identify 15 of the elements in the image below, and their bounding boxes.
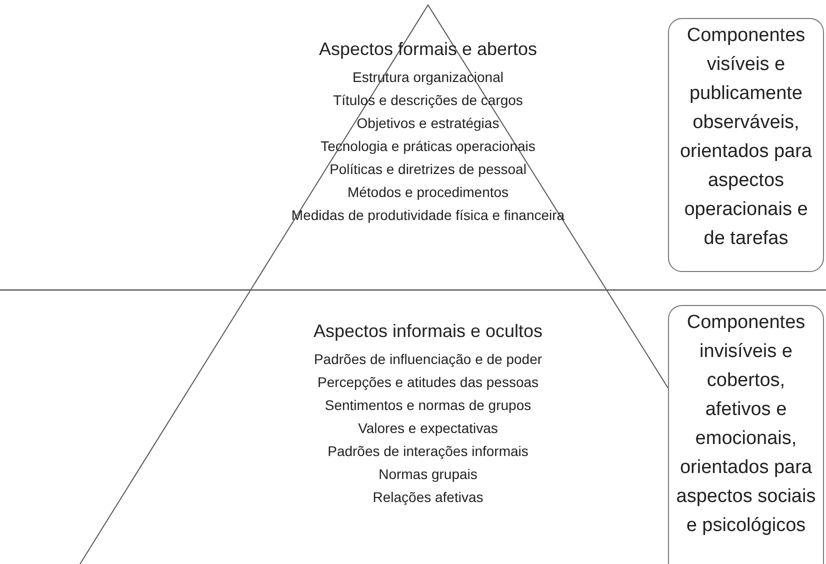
list-item: Métodos e procedimentos <box>347 183 509 202</box>
rounded-text-box <box>668 18 824 272</box>
rounded-text-box <box>668 305 824 564</box>
box-text: Componentes visíveis e publicamente observáveis, orientados para aspectos operacionais e de tarefas <box>678 24 814 251</box>
list-item: Relações afetivas <box>372 488 484 507</box>
list-item: Políticas e diretrizes de pessoal <box>330 160 526 179</box>
box-text: Componentes invisíveis e cobertos, afetivos e emocionais, orientados para aspectos sociais e psicológicos <box>675 311 817 538</box>
section-heading: Aspectos informais e ocultos <box>313 320 543 343</box>
list-item: Normas grupais <box>378 465 478 484</box>
list-item: Padrões de influenciação e de poder <box>314 350 542 369</box>
list-item: Percepções e atitudes das pessoas <box>317 373 539 392</box>
list-item: Objetivos e estratégias <box>356 114 500 133</box>
list-item: Valores e expectativas <box>358 419 498 438</box>
list-item: Padrões de interações informais <box>328 442 528 461</box>
list-item: Sentimentos e normas de grupos <box>324 396 532 415</box>
